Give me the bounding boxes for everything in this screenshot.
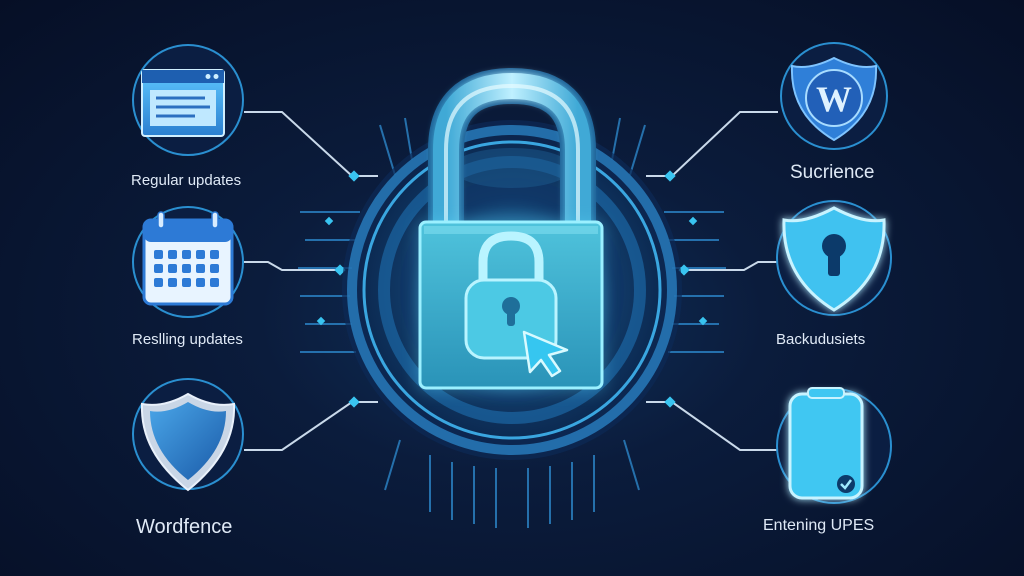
label-backudusiets: Backudusiets (776, 331, 866, 348)
label-entening-upes: Entening UPES (763, 517, 875, 534)
padlock-cursor-icon (464, 231, 569, 378)
shield-icon (140, 392, 236, 492)
wordpress-shield-icon: W (790, 56, 878, 142)
browser-window-icon (141, 69, 225, 137)
svg-text:W: W (816, 79, 852, 119)
label-reslling-updates: Reslling updates (132, 331, 243, 348)
circuit-traces (298, 117, 726, 528)
label-regular-updates: Regular updates (131, 172, 242, 189)
calendar-icon (142, 211, 234, 306)
keyhole-shield-icon (782, 206, 886, 312)
label-sucrience: Sucrience (790, 162, 875, 183)
connector-lines (244, 111, 780, 451)
device-check-icon (788, 387, 864, 500)
label-wordfence: Wordfence (136, 516, 233, 538)
